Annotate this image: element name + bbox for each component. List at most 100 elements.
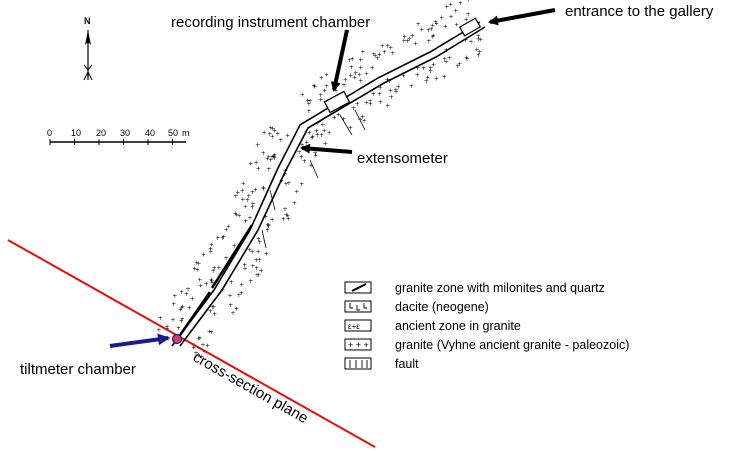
svg-text:+: + xyxy=(357,71,362,78)
svg-text:+: + xyxy=(377,51,382,58)
svg-text:+: + xyxy=(424,78,429,85)
svg-text:+: + xyxy=(322,88,327,95)
svg-text:+: + xyxy=(208,249,213,256)
svg-text:+: + xyxy=(442,74,447,81)
svg-text:+: + xyxy=(464,16,469,23)
svg-text:+: + xyxy=(264,251,269,258)
svg-text:+: + xyxy=(388,44,393,51)
svg-text:+: + xyxy=(310,134,315,141)
svg-text:N: N xyxy=(84,16,91,26)
svg-text:+: + xyxy=(196,336,201,343)
svg-text:+: + xyxy=(197,335,202,342)
svg-text:+: + xyxy=(255,142,260,149)
svg-text:+: + xyxy=(428,65,433,72)
svg-text:+: + xyxy=(226,224,231,231)
scale-bar: 0 10 20 30 40 50 m xyxy=(47,128,190,145)
svg-text:+: + xyxy=(347,57,352,64)
svg-text:+: + xyxy=(358,56,363,63)
svg-text:+: + xyxy=(186,286,191,293)
svg-text:+: + xyxy=(191,345,196,352)
svg-text:+: + xyxy=(285,132,290,139)
gallery-tunnel xyxy=(171,21,486,347)
svg-text:+: + xyxy=(179,289,184,296)
svg-text:+: + xyxy=(205,343,210,350)
svg-text:+: + xyxy=(246,193,251,200)
svg-text:+: + xyxy=(201,342,206,349)
svg-text:+: + xyxy=(192,265,197,272)
svg-text:+: + xyxy=(434,21,439,28)
svg-text:+: + xyxy=(322,127,327,134)
svg-text:+: + xyxy=(371,51,376,58)
scale-tick-10: 10 xyxy=(71,128,81,138)
svg-text:+: + xyxy=(179,305,184,312)
svg-text:+: + xyxy=(281,216,286,223)
legend-symbol-ancient-zone: ε+ε xyxy=(344,319,372,332)
svg-text:+: + xyxy=(184,291,189,298)
svg-text:+: + xyxy=(315,120,320,127)
svg-text:+: + xyxy=(271,154,276,161)
svg-text:+: + xyxy=(377,91,382,98)
svg-text:+: + xyxy=(442,56,447,63)
svg-text:+: + xyxy=(176,325,181,332)
svg-text:+: + xyxy=(401,72,406,79)
svg-text:+: + xyxy=(433,19,438,26)
svg-text:+: + xyxy=(447,55,452,62)
svg-text:+: + xyxy=(210,280,215,287)
svg-text:+: + xyxy=(240,187,245,194)
svg-text:+: + xyxy=(211,304,216,311)
svg-text:+: + xyxy=(241,180,246,187)
svg-text:+: + xyxy=(265,222,270,229)
svg-text:+: + xyxy=(464,55,469,62)
svg-text:+: + xyxy=(466,11,471,18)
svg-text:+: + xyxy=(204,281,209,288)
svg-text:+: + xyxy=(419,27,424,34)
svg-text:+: + xyxy=(444,4,449,11)
scale-tick-30: 30 xyxy=(120,128,130,138)
svg-text:+: + xyxy=(297,149,302,156)
svg-text:+: + xyxy=(324,71,329,78)
svg-text:+: + xyxy=(286,180,291,187)
svg-text:+: + xyxy=(453,7,458,14)
svg-text:+: + xyxy=(362,118,367,125)
svg-text:+: + xyxy=(262,130,267,137)
svg-text:+: + xyxy=(250,189,255,196)
svg-text:+: + xyxy=(224,255,229,262)
svg-text:+: + xyxy=(256,236,261,243)
svg-text:+: + xyxy=(158,315,163,322)
svg-text:+: + xyxy=(272,152,277,159)
svg-text:+: + xyxy=(444,58,449,65)
svg-text:+: + xyxy=(457,61,462,68)
svg-text:+: + xyxy=(247,246,252,253)
svg-text:+: + xyxy=(212,265,217,272)
svg-text:+: + xyxy=(431,61,436,68)
svg-text:+: + xyxy=(237,213,242,220)
svg-text:+: + xyxy=(210,304,215,311)
svg-text:+: + xyxy=(315,132,320,139)
svg-text:+: + xyxy=(228,302,233,309)
svg-text:+: + xyxy=(261,150,266,157)
svg-text:+: + xyxy=(180,304,185,311)
svg-text:+: + xyxy=(250,200,255,207)
svg-text:+: + xyxy=(348,73,353,80)
legend-label-ancient-zone: ancient zone in granite xyxy=(395,319,521,333)
svg-text:+: + xyxy=(310,133,315,140)
legend-symbol-dacite xyxy=(344,300,372,313)
svg-text:+: + xyxy=(190,296,195,303)
svg-text:+: + xyxy=(439,15,444,22)
svg-text:+: + xyxy=(476,36,481,43)
svg-text:+: + xyxy=(313,152,318,159)
svg-text:+: + xyxy=(382,49,387,56)
tiltmeter-marker xyxy=(171,333,183,345)
svg-text:+: + xyxy=(209,277,214,284)
svg-text:+: + xyxy=(250,263,255,270)
svg-text:+: + xyxy=(352,74,357,81)
svg-text:+: + xyxy=(278,137,283,144)
svg-text:+: + xyxy=(229,279,234,286)
svg-text:+: + xyxy=(358,65,363,72)
svg-text:+: + xyxy=(430,34,435,41)
entrance-box xyxy=(458,17,482,37)
svg-text:+: + xyxy=(265,156,270,163)
svg-text:+: + xyxy=(243,265,248,272)
legend-symbol-fault xyxy=(344,357,372,370)
